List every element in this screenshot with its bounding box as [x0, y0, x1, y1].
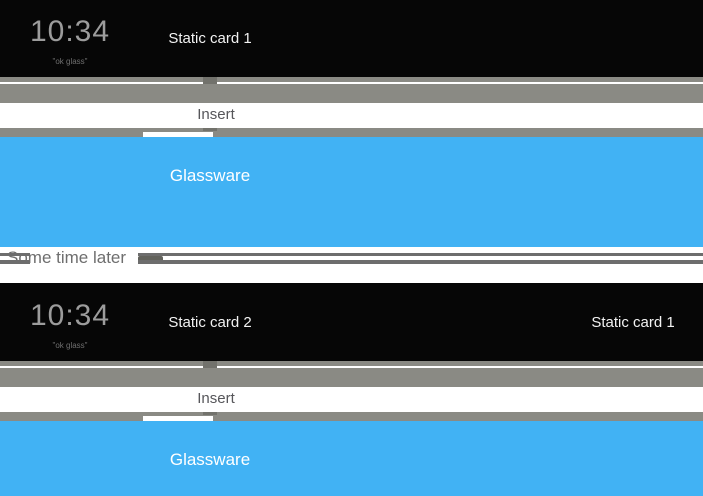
glassware-card-2: Glassware	[0, 421, 703, 496]
divider-arrow-dash	[138, 256, 163, 262]
ok-glass-hint: "ok glass"	[52, 57, 88, 66]
timeline-stack-bar-2b	[0, 412, 703, 421]
ok-glass-hint-2: "ok glass"	[52, 341, 88, 350]
glassware-card-1: Glassware	[0, 137, 703, 247]
timeline-stack-bar-2	[0, 368, 703, 387]
insertion-connector-top-2	[203, 361, 217, 368]
divider-line-bottom	[138, 260, 703, 264]
divider-line-top	[138, 253, 703, 256]
insert-caption-1: Insert	[197, 106, 235, 123]
timeline-strip-1: 10:34 "ok glass" Static card 1	[0, 0, 703, 77]
static-card-1-label: Static card 1	[168, 30, 252, 47]
timeline-strip-2: 10:34 "ok glass" Static card 2 Static ca…	[0, 283, 703, 361]
timeline-stack-bar-1b	[0, 128, 703, 137]
home-card: 10:34 "ok glass"	[0, 0, 140, 77]
home-card-2: 10:34 "ok glass"	[0, 283, 140, 361]
divider-left-stub-bottom	[0, 260, 30, 264]
clock-text-2: 10:34	[29, 299, 111, 332]
insert-caption-2: Insert	[197, 390, 235, 407]
divider-caption: Some time later	[7, 248, 127, 267]
glassware-label-1: Glassware	[169, 166, 251, 185]
insertion-gap-1	[143, 132, 213, 137]
timeline-stack-edge-thin-1	[0, 77, 703, 82]
insertion-connector-bottom-2	[203, 412, 217, 415]
static-card-1-label-moved: Static card 1	[591, 314, 675, 331]
clock-text: 10:34	[29, 15, 111, 48]
timeline-stack-edge-thin-2	[0, 361, 703, 366]
insertion-gap-2	[143, 416, 213, 421]
glassware-label-2: Glassware	[169, 450, 251, 469]
timeline-stack-bar-1	[0, 84, 703, 103]
insertion-connector-top-1	[203, 77, 217, 84]
divider-left-stub-top	[0, 253, 30, 256]
static-card-2-label: Static card 2	[168, 314, 252, 331]
insertion-connector-bottom-1	[203, 128, 217, 131]
